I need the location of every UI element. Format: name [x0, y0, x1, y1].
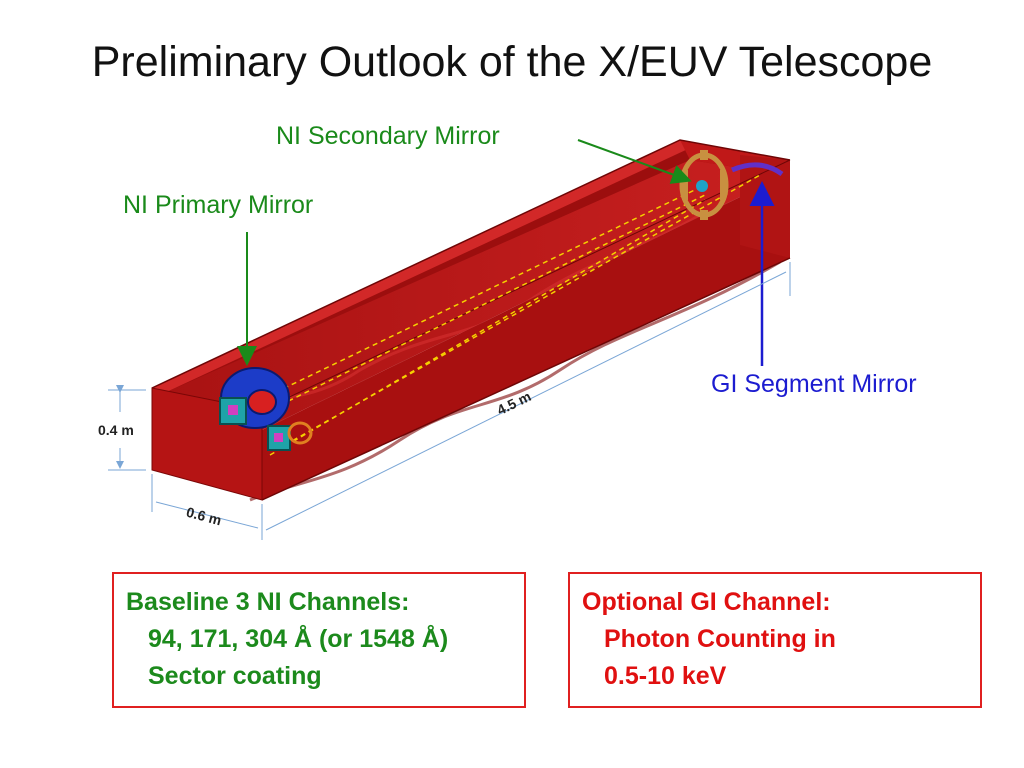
baseline-wavelengths: 94, 171, 304 Å (or 1548 Å) — [148, 625, 449, 653]
slide-title: Preliminary Outlook of the X/EUV Telesco… — [91, 38, 933, 86]
gi-segment-mirror — [731, 162, 784, 177]
ni-secondary-mirror — [679, 150, 729, 220]
height-dimension-label: 0.4 m — [98, 422, 134, 438]
telescope-body — [151, 139, 791, 502]
baseline-channels-box: Baseline 3 NI Channels: 94, 171, 304 Å (… — [112, 572, 526, 708]
gi-segment-label: GI Segment Mirror — [711, 370, 917, 398]
dimension-lines — [108, 262, 791, 540]
optional-channel-box: Optional GI Channel: Photon Counting in … — [568, 572, 982, 708]
baseline-coating: Sector coating — [148, 662, 322, 690]
ni-primary-label: NI Primary Mirror — [123, 191, 314, 219]
optional-photon-counting: Photon Counting in — [604, 625, 836, 653]
optional-heading: Optional GI Channel: — [582, 588, 831, 616]
ni-primary-mirror — [219, 367, 313, 451]
baseline-heading: Baseline 3 NI Channels: — [126, 588, 410, 616]
ni-secondary-label: NI Secondary Mirror — [276, 122, 500, 150]
optional-energy-range: 0.5-10 keV — [604, 662, 727, 690]
ni-secondary-arrow — [577, 139, 692, 184]
optical-paths — [234, 174, 761, 456]
